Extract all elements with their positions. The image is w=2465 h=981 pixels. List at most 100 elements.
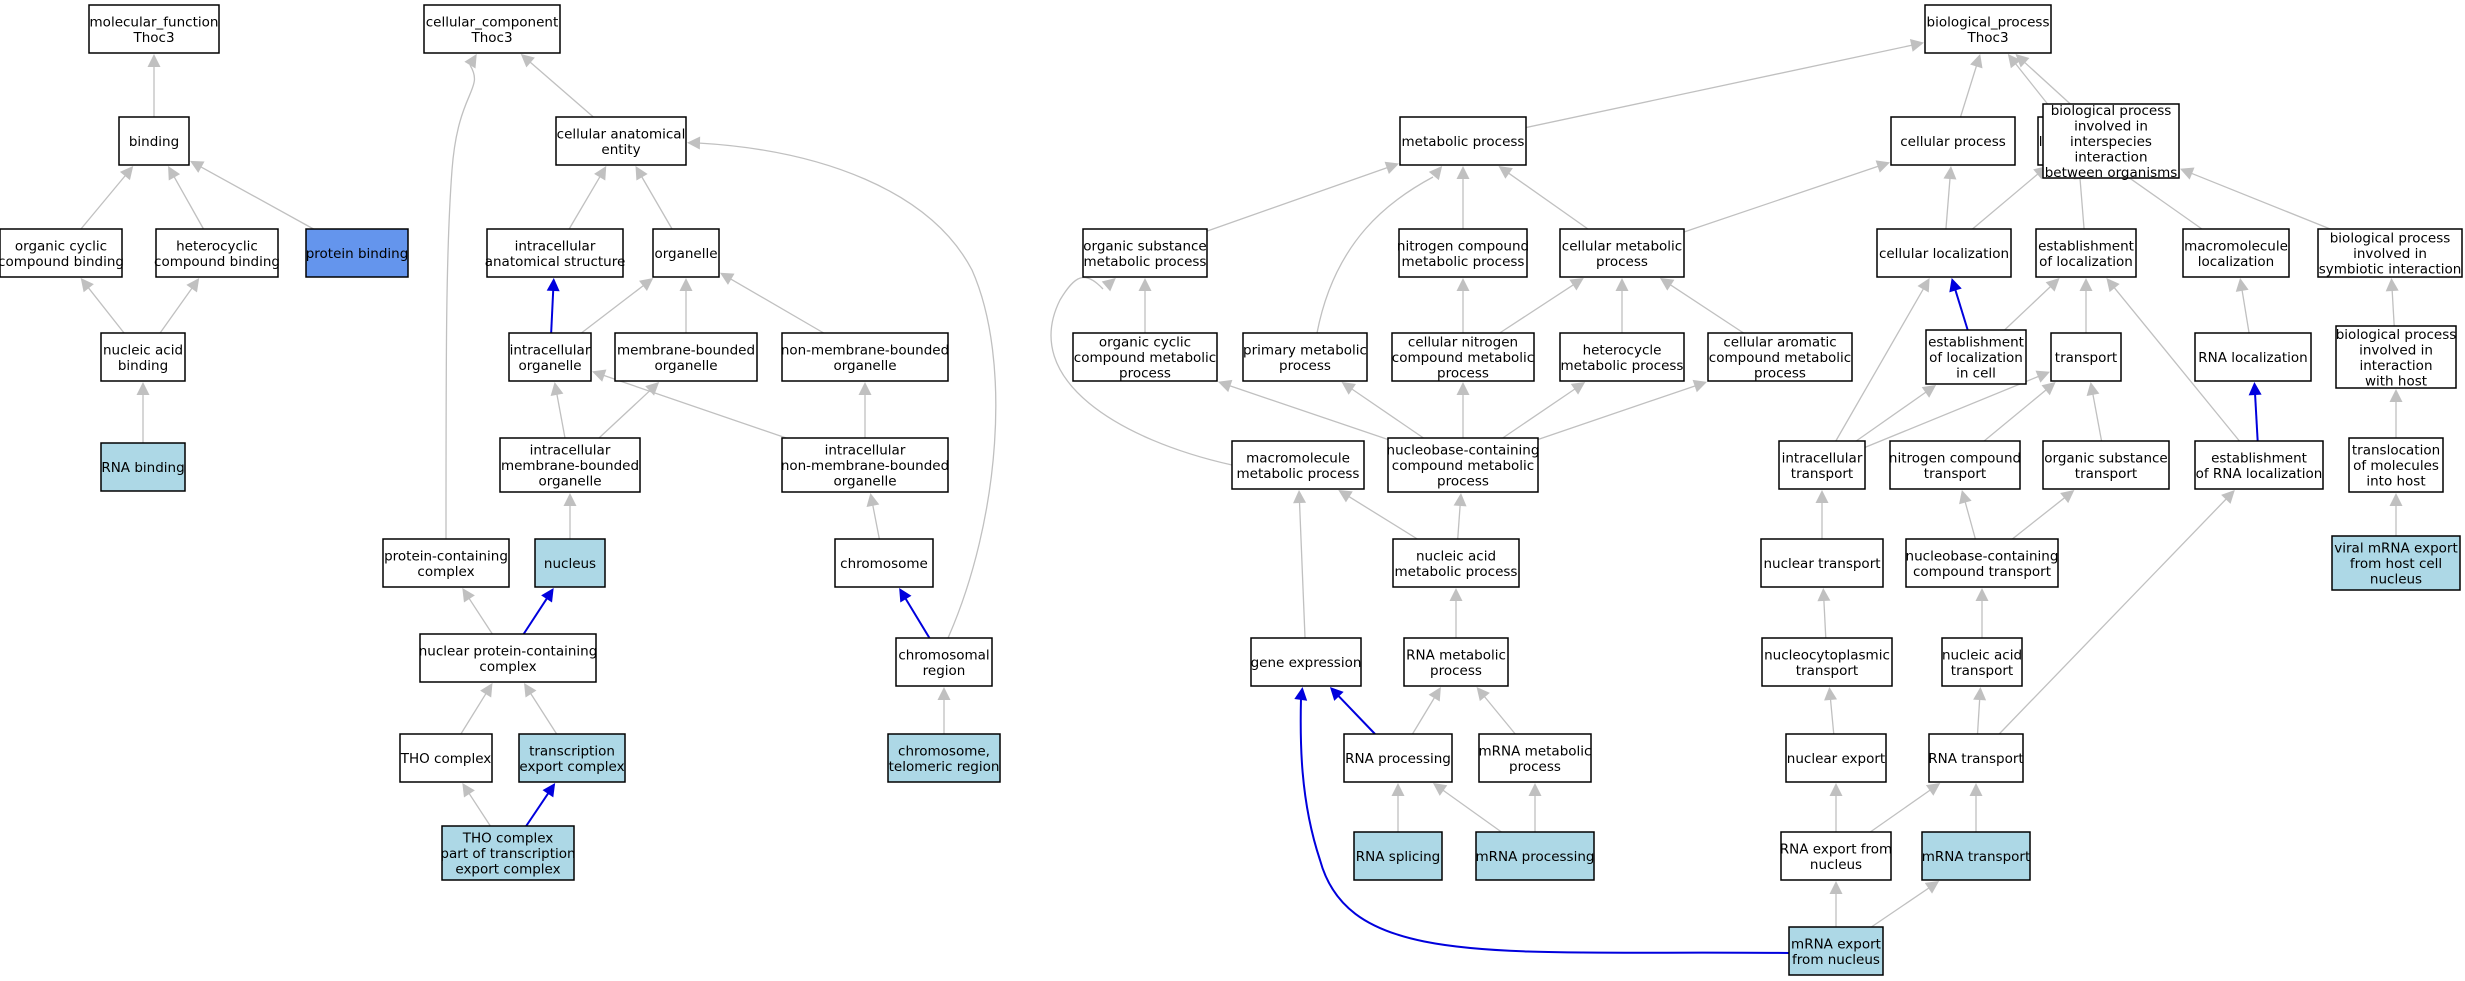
node-label-line: part of transcription <box>440 846 575 862</box>
edge-mrna_proc-to-rna_proc <box>1432 783 1502 833</box>
node-label-line: establishment <box>1928 335 2024 351</box>
node-label-line: involved in <box>2074 119 2148 135</box>
node-label-line: nuclear protein-containing <box>419 643 598 659</box>
go-term-node-rna_splicing[interactable]: RNA splicing <box>1353 831 1443 881</box>
node-box <box>2194 332 2312 382</box>
go-term-node-cell_loc[interactable]: cellular localization <box>1876 228 2012 278</box>
go-term-node-tho[interactable]: THO complex <box>399 733 493 783</box>
go-term-node-mrna_transport[interactable]: mRNA transport <box>1921 831 2031 881</box>
node-label-line: THO complex <box>462 831 554 847</box>
node-box <box>2182 228 2290 278</box>
node-box <box>2348 437 2444 493</box>
go-term-node-transport[interactable]: transport <box>2050 332 2122 382</box>
go-term-node-organelle[interactable]: organelle <box>652 228 720 278</box>
go-term-node-rna_proc[interactable]: RNA processing <box>1343 733 1453 783</box>
edge-imbo-to-io <box>550 382 566 439</box>
edge-occmp-to-osmp <box>1138 278 1152 333</box>
node-label-line: of localization <box>1929 350 2023 366</box>
go-term-node-telomeric[interactable]: chromosome,telomeric region <box>887 733 1001 783</box>
node-label-line: between organisms <box>2045 165 2178 181</box>
go-term-node-gene_expr[interactable]: gene expression <box>1250 637 1362 687</box>
edge-line <box>872 504 880 540</box>
go-term-node-nucleus[interactable]: nucleus <box>534 538 606 588</box>
node-box <box>2042 103 2180 179</box>
go-term-node-rna_loc[interactable]: RNA localization <box>2194 332 2312 382</box>
go-term-node-nuc_transport[interactable]: nuclear transport <box>1760 538 1884 588</box>
node-box <box>1785 733 1887 783</box>
edge-arrowhead <box>1101 278 1116 292</box>
go-term-node-cellular_process[interactable]: cellular process <box>1890 116 2016 166</box>
node-label-line: nucleus <box>2370 572 2422 588</box>
go-term-node-metabolic[interactable]: metabolic process <box>1399 116 1527 166</box>
node-box <box>1760 538 1884 588</box>
node-label-line: export complex <box>519 759 624 775</box>
node-box <box>423 4 561 54</box>
go-term-node-protein_binding[interactable]: protein binding <box>305 228 409 278</box>
go-term-node-rna_binding[interactable]: RNA binding <box>100 442 186 492</box>
edge-bp_symbiotic-to-bp_interspecies <box>2180 167 2331 230</box>
go-term-node-chromosome[interactable]: chromosome <box>834 538 934 588</box>
go-term-node-rna_transport[interactable]: RNA transport <box>1928 733 2024 783</box>
node-label-line: metabolic process <box>1395 564 1518 580</box>
edge-line <box>2254 393 2259 442</box>
go-term-node-inmbo[interactable]: intracellularnon-membrane-boundedorganel… <box>781 437 949 493</box>
node-box <box>2050 332 2122 382</box>
node-label-line: transport <box>2055 350 2117 366</box>
node-label-line: compound metabolic <box>1392 458 1534 474</box>
go-term-node-mrna_proc[interactable]: mRNA processing <box>1475 831 1595 881</box>
edge-ias-to-cae <box>568 166 607 230</box>
node-label-line: macromolecule <box>1246 450 1350 466</box>
go-term-node-nuc_export[interactable]: nuclear export <box>1785 733 1887 783</box>
go-term-node-binding[interactable]: binding <box>118 116 190 166</box>
node-label-line: molecular_function <box>90 14 219 30</box>
edge-arrowhead <box>2106 278 2120 293</box>
